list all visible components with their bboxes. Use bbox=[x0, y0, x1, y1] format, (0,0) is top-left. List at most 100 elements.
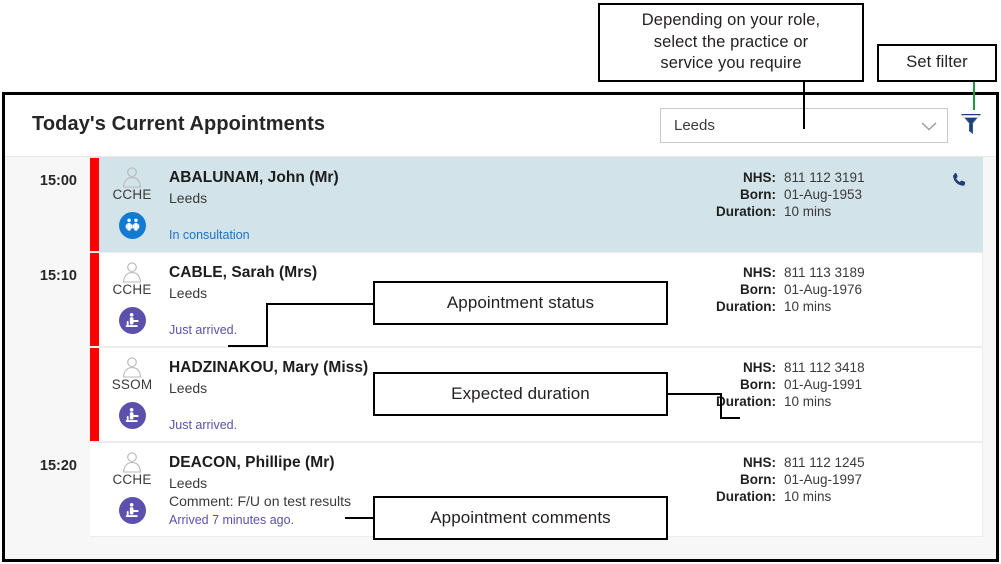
callout-appointment-status-label: Appointment status bbox=[446, 292, 595, 312]
appointment-phone-column bbox=[936, 158, 982, 251]
appointment-phone-column bbox=[936, 253, 982, 346]
appointment-comment: Comment: F/U on test results bbox=[169, 493, 352, 509]
person-icon bbox=[119, 356, 145, 378]
appointment-row-1[interactable]: 15:00 CCHE ABALUNAM, John (Mr) Leeds In … bbox=[5, 157, 996, 252]
patient-location: Leeds bbox=[169, 190, 208, 206]
leader-expected-duration-h1 bbox=[666, 393, 722, 395]
person-icon bbox=[119, 166, 145, 188]
duration-label: Duration: bbox=[716, 204, 776, 219]
callout-appointment-comments: Appointment comments bbox=[373, 496, 668, 540]
appointment-status-text: Just arrived. bbox=[169, 323, 238, 337]
appointment-details: CABLE, Sarah (Mrs) Leeds Just arrived. bbox=[165, 253, 698, 346]
appointment-card[interactable]: CCHE DEACON, Phillipe (Mr) Leeds Comment… bbox=[90, 442, 983, 537]
appointment-icon-column: CCHE bbox=[99, 253, 165, 346]
born-label: Born: bbox=[740, 377, 776, 392]
patient-name: DEACON, Phillipe (Mr) bbox=[169, 454, 335, 471]
patient-name: HADZINAKOU, Mary (Miss) bbox=[169, 359, 369, 376]
phone-icon[interactable] bbox=[951, 171, 968, 251]
appointment-status-text: Arrived 7 minutes ago. bbox=[169, 513, 295, 527]
callout-set-filter-label: Set filter bbox=[906, 53, 968, 72]
chevron-down-icon bbox=[919, 116, 939, 136]
nhs-label: NHS: bbox=[743, 360, 776, 375]
duration-value: 10 mins bbox=[784, 394, 832, 409]
appointment-time bbox=[19, 347, 77, 442]
nhs-value: 811 112 3191 bbox=[784, 170, 865, 185]
nhs-label: NHS: bbox=[743, 265, 776, 280]
appointment-status-text: Just arrived. bbox=[169, 418, 238, 432]
appointment-time: 15:10 bbox=[39, 268, 77, 284]
born-label: Born: bbox=[740, 282, 776, 297]
born-label: Born: bbox=[740, 472, 776, 487]
duration-value: 10 mins bbox=[784, 489, 832, 504]
duration-value: 10 mins bbox=[784, 204, 832, 219]
born-value: 01-Aug-1953 bbox=[784, 187, 863, 202]
appointment-clinician-code: SSOM bbox=[111, 377, 153, 392]
duration-label: Duration: bbox=[716, 394, 776, 409]
duration-label: Duration: bbox=[716, 489, 776, 504]
appointment-meta: NHS: 811 113 3189 Born: 01-Aug-1976 Dura… bbox=[698, 253, 936, 346]
leader-expected-duration-h2 bbox=[720, 417, 740, 419]
born-label: Born: bbox=[740, 187, 776, 202]
appointment-meta: NHS: 811 112 1245 Born: 01-Aug-1997 Dura… bbox=[698, 443, 936, 536]
appointment-status-bar bbox=[90, 158, 99, 251]
appointment-status-bar bbox=[90, 253, 99, 346]
callout-practice-note-line3: service you require bbox=[660, 54, 802, 73]
leader-appointment-comments bbox=[345, 517, 375, 519]
callout-appointment-comments-label: Appointment comments bbox=[430, 507, 611, 527]
appointments-window: Today's Current Appointments Leeds bbox=[2, 92, 999, 562]
nhs-label: NHS: bbox=[743, 455, 776, 470]
callout-expected-duration: Expected duration bbox=[373, 372, 668, 416]
window-header: Today's Current Appointments Leeds bbox=[5, 95, 996, 157]
appointment-phone-column bbox=[936, 443, 982, 536]
appointment-row-4[interactable]: 15:20 CCHE DEACON, Phillipe (Mr) Leeds C… bbox=[5, 442, 996, 537]
appointment-time: 15:20 bbox=[39, 458, 77, 474]
practice-select-value: Leeds bbox=[674, 117, 715, 134]
appointment-meta: NHS: 811 112 3418 Born: 01-Aug-1991 Dura… bbox=[698, 348, 936, 441]
person-icon bbox=[119, 261, 145, 283]
leader-appointment-status-h1 bbox=[228, 345, 268, 347]
appointment-status-text: In consultation bbox=[169, 228, 250, 242]
leader-expected-duration-v bbox=[720, 393, 722, 419]
appointment-status-bar bbox=[90, 443, 99, 536]
funnel-icon bbox=[959, 110, 983, 141]
leader-appointment-status-v bbox=[266, 303, 268, 347]
leader-appointment-status-h2 bbox=[266, 303, 376, 305]
appointment-icon-column: CCHE bbox=[99, 158, 165, 251]
callout-practice-note-line2: select the practice or bbox=[653, 32, 809, 51]
appointment-icon-column: SSOM bbox=[99, 348, 165, 441]
set-filter-button[interactable] bbox=[956, 109, 986, 141]
nhs-value: 811 112 1245 bbox=[784, 455, 865, 470]
callout-appointment-status: Appointment status bbox=[373, 281, 668, 325]
leader-set-filter bbox=[973, 82, 975, 110]
person-icon bbox=[119, 451, 145, 473]
appointment-status-bar bbox=[90, 348, 99, 441]
waiting-icon[interactable] bbox=[118, 497, 146, 524]
appointment-clinician-code: CCHE bbox=[112, 282, 152, 297]
appointment-details: DEACON, Phillipe (Mr) Leeds Comment: F/U… bbox=[165, 443, 698, 536]
nhs-label: NHS: bbox=[743, 170, 776, 185]
appointment-clinician-code: CCHE bbox=[112, 472, 152, 487]
leader-practice-note bbox=[803, 82, 805, 129]
patient-location: Leeds bbox=[169, 475, 208, 491]
patient-location: Leeds bbox=[169, 285, 208, 301]
patient-location: Leeds bbox=[169, 380, 208, 396]
callout-expected-duration-label: Expected duration bbox=[451, 383, 590, 403]
duration-value: 10 mins bbox=[784, 299, 832, 314]
appointment-phone-column bbox=[936, 348, 982, 441]
born-value: 01-Aug-1976 bbox=[784, 282, 863, 297]
nhs-value: 811 113 3189 bbox=[784, 265, 865, 280]
appointments-list: 15:00 CCHE ABALUNAM, John (Mr) Leeds In … bbox=[5, 157, 996, 559]
appointment-details: ABALUNAM, John (Mr) Leeds In consultatio… bbox=[165, 158, 698, 251]
waiting-icon[interactable] bbox=[118, 402, 146, 429]
page-title: Today's Current Appointments bbox=[32, 113, 326, 135]
born-value: 01-Aug-1991 bbox=[784, 377, 863, 392]
duration-label: Duration: bbox=[716, 299, 776, 314]
appointment-card[interactable]: CCHE ABALUNAM, John (Mr) Leeds In consul… bbox=[90, 157, 983, 252]
patient-name: CABLE, Sarah (Mrs) bbox=[169, 264, 318, 281]
callout-set-filter: Set filter bbox=[877, 44, 997, 82]
born-value: 01-Aug-1997 bbox=[784, 472, 863, 487]
callout-practice-note: Depending on your role, select the pract… bbox=[598, 3, 864, 82]
patient-name: ABALUNAM, John (Mr) bbox=[169, 169, 339, 186]
waiting-icon[interactable] bbox=[118, 307, 146, 334]
in-consultation-icon[interactable] bbox=[118, 212, 146, 239]
